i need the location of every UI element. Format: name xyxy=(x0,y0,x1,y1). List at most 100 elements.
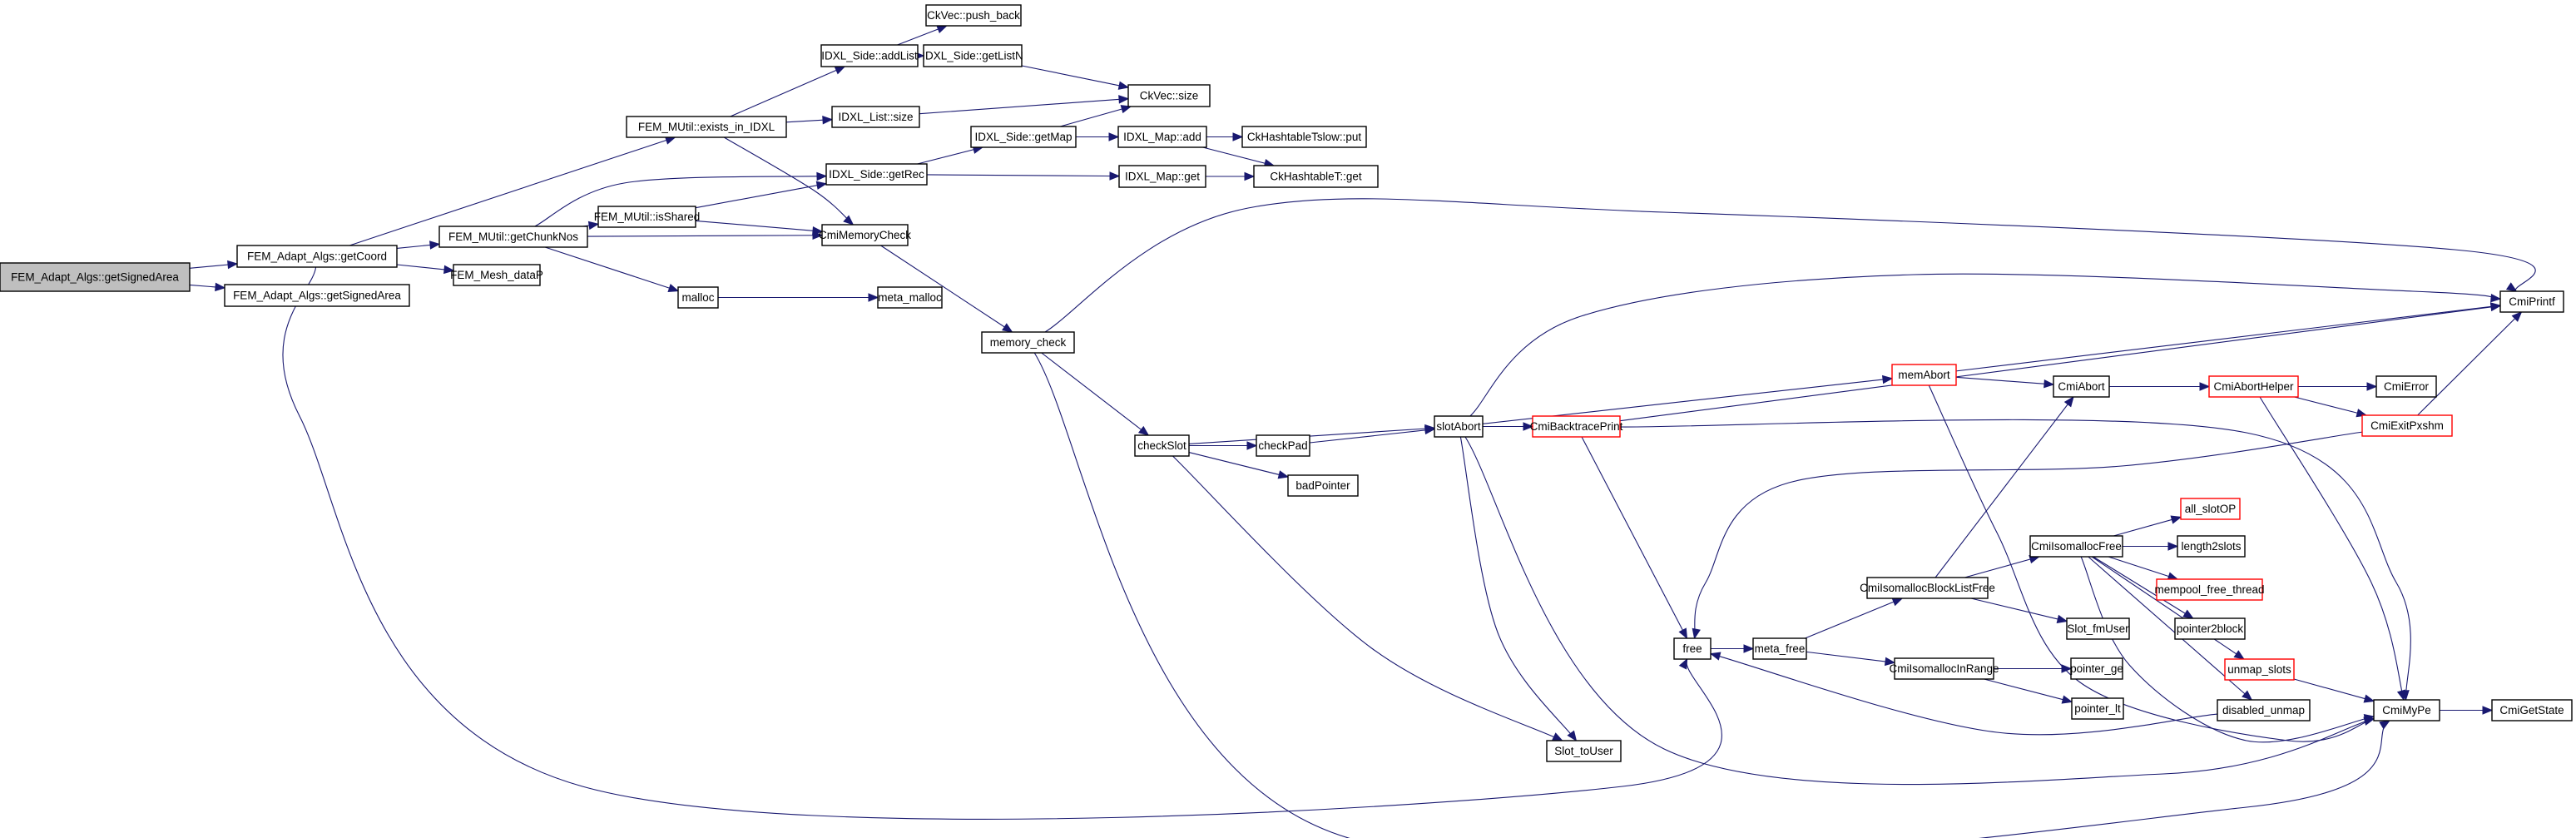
node-cmi-mem-check[interactable]: CmiMemoryCheck xyxy=(819,224,911,246)
node-malloc[interactable]: malloc xyxy=(677,286,719,309)
node-box[interactable] xyxy=(923,44,1023,67)
node-box[interactable] xyxy=(1532,415,1621,438)
node-box[interactable] xyxy=(224,284,410,307)
node-meta-free[interactable]: meta_free xyxy=(1752,637,1807,660)
node-mem-abort[interactable]: memAbort xyxy=(1891,364,1957,386)
node-in-range[interactable]: CmiIsomallocInRange xyxy=(1889,657,1999,680)
node-list-size[interactable]: IDXL_List::size xyxy=(831,106,920,128)
node-box[interactable] xyxy=(2029,535,2123,558)
node-box[interactable] xyxy=(2053,375,2110,398)
node-backtrace[interactable]: CmiBacktracePrint xyxy=(1530,415,1623,438)
node-check-pad[interactable]: checkPad xyxy=(1256,434,1310,457)
node-meta-malloc[interactable]: meta_malloc xyxy=(877,286,943,309)
node-box[interactable] xyxy=(597,206,696,228)
node-box[interactable] xyxy=(1256,434,1310,457)
node-mempool-free[interactable]: mempool_free_thread xyxy=(2154,578,2265,601)
node-box[interactable] xyxy=(821,224,909,246)
node-box[interactable] xyxy=(2224,658,2295,681)
node-cmi-abort[interactable]: CmiAbort xyxy=(2053,375,2110,398)
node-pointer2block[interactable]: pointer2block xyxy=(2174,617,2246,640)
node-box[interactable] xyxy=(1253,165,1379,188)
node-ckvec-size[interactable]: CkVec::size xyxy=(1127,84,1211,107)
node-box[interactable] xyxy=(453,264,541,286)
node-get-signed-area2[interactable]: FEM_Adapt_Algs::getSignedArea xyxy=(224,284,410,307)
node-is-shared[interactable]: FEM_MUtil::isShared xyxy=(594,206,701,228)
node-get-rec[interactable]: IDXL_Side::getRec xyxy=(825,163,928,186)
node-get-coord[interactable]: FEM_Adapt_Algs::getCoord xyxy=(236,245,398,268)
node-box[interactable] xyxy=(831,106,920,128)
node-box[interactable] xyxy=(1752,637,1807,660)
node-block-list-free[interactable]: CmiIsomallocBlockListFree xyxy=(1860,577,1995,599)
node-box[interactable] xyxy=(1894,657,1994,680)
node-box[interactable] xyxy=(1866,577,1989,599)
node-box[interactable] xyxy=(2217,699,2311,721)
node-box[interactable] xyxy=(1127,84,1211,107)
node-pointer-lt[interactable]: pointer_lt xyxy=(2071,697,2124,720)
node-map-add[interactable]: IDXL_Map::add xyxy=(1117,126,1207,148)
node-mesh-data-p[interactable]: FEM_Mesh_dataP xyxy=(450,264,543,286)
node-unmap-slots[interactable]: unmap_slots xyxy=(2224,658,2295,681)
node-box[interactable] xyxy=(2491,699,2573,721)
node-box[interactable] xyxy=(626,116,787,138)
node-hash-put[interactable]: CkHashtableTslow::put xyxy=(1241,126,1367,148)
node-cmi-error[interactable]: CmiError xyxy=(2375,375,2437,398)
node-box[interactable] xyxy=(2177,535,2246,558)
node-memory-check[interactable]: memory_check xyxy=(981,331,1075,354)
node-iso-free[interactable]: CmiIsomallocFree xyxy=(2029,535,2123,558)
node-box[interactable] xyxy=(2156,578,2263,601)
node-box[interactable] xyxy=(1118,165,1206,188)
node-box[interactable] xyxy=(820,44,919,67)
node-cmi-my-pe[interactable]: CmiMyPe xyxy=(2373,699,2440,721)
node-box[interactable] xyxy=(1434,415,1484,438)
node-box[interactable] xyxy=(2070,657,2123,680)
node-box[interactable] xyxy=(1891,364,1957,386)
node-box[interactable] xyxy=(2180,498,2241,520)
node-box[interactable] xyxy=(2071,697,2124,720)
node-cmi-printf[interactable]: CmiPrintf xyxy=(2499,290,2564,313)
node-disabled-unmap[interactable]: disabled_unmap xyxy=(2217,699,2311,721)
node-box[interactable] xyxy=(877,286,943,309)
node-abort-helper[interactable]: CmiAbortHelper xyxy=(2208,375,2299,398)
node-slot-to-user[interactable]: Slot_toUser xyxy=(1546,740,1622,762)
node-get-state[interactable]: CmiGetState xyxy=(2491,699,2573,721)
node-box[interactable] xyxy=(438,226,588,248)
node-get-chunk-nos[interactable]: FEM_MUtil::getChunkNos xyxy=(438,226,588,248)
node-box[interactable] xyxy=(1134,434,1190,457)
node-map-get[interactable]: IDXL_Map::get xyxy=(1118,165,1206,188)
node-get-map[interactable]: IDXL_Side::getMap xyxy=(970,126,1077,148)
node-length2slots[interactable]: length2slots xyxy=(2177,535,2246,558)
node-hash-get[interactable]: CkHashtableT::get xyxy=(1253,165,1379,188)
node-box[interactable] xyxy=(825,163,928,186)
node-box[interactable] xyxy=(2373,699,2440,721)
node-box[interactable] xyxy=(677,286,719,309)
node-box[interactable] xyxy=(970,126,1077,148)
node-box[interactable] xyxy=(2375,375,2437,398)
node-box[interactable] xyxy=(2208,375,2299,398)
node-all-slot-o-p[interactable]: all_slotOP xyxy=(2180,498,2241,520)
node-slot-abort[interactable]: slotAbort xyxy=(1434,415,1484,438)
node-box[interactable] xyxy=(2361,414,2453,437)
node-box[interactable] xyxy=(925,4,1022,27)
node-add-list[interactable]: IDXL_Side::addList xyxy=(820,44,919,67)
node-slot-fm-user[interactable]: Slot_fmUser xyxy=(2066,617,2130,640)
node-exists-in-i-d-x-l[interactable]: FEM_MUtil::exists_in_IDXL xyxy=(626,116,787,138)
node-get-list-n[interactable]: IDXL_Side::getListN xyxy=(922,44,1023,67)
node-box[interactable] xyxy=(236,245,398,268)
node-root[interactable]: FEM_Adapt_Algs::getSignedArea xyxy=(0,262,191,292)
node-box[interactable] xyxy=(2499,290,2564,313)
node-box[interactable] xyxy=(1117,126,1207,148)
node-box[interactable] xyxy=(1287,474,1359,497)
node-box[interactable] xyxy=(1241,126,1367,148)
node-exit-pxshm[interactable]: CmiExitPxshm xyxy=(2361,414,2453,437)
node-box[interactable] xyxy=(1546,740,1622,762)
node-pointer-ge[interactable]: pointer_ge xyxy=(2070,657,2123,680)
node-box[interactable] xyxy=(1673,637,1712,660)
node-box[interactable] xyxy=(2174,617,2246,640)
node-check-slot[interactable]: checkSlot xyxy=(1134,434,1190,457)
node-bad-pointer[interactable]: badPointer xyxy=(1287,474,1359,497)
node-box[interactable] xyxy=(0,262,191,292)
node-box[interactable] xyxy=(2066,617,2130,640)
node-push-back[interactable]: CkVec::push_back xyxy=(925,4,1022,27)
node-box[interactable] xyxy=(981,331,1075,354)
node-free[interactable]: free xyxy=(1673,637,1712,660)
